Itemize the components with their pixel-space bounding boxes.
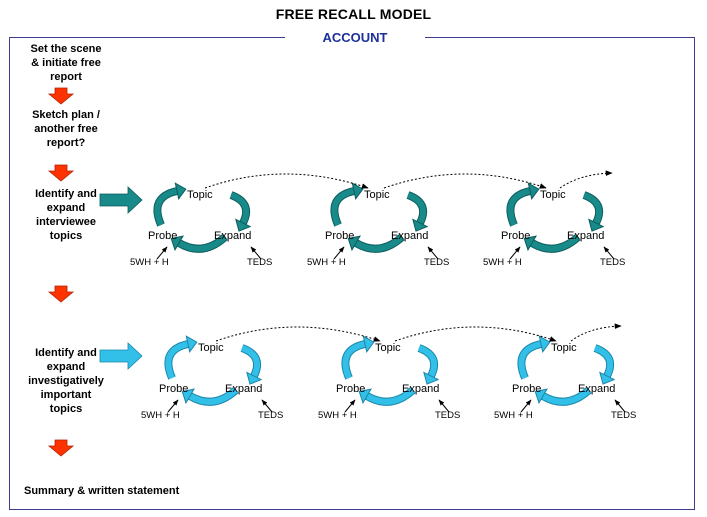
pointer-arrow-icon: [427, 246, 439, 260]
topic-label: Topic: [187, 189, 213, 201]
topic-connector-arrow: [215, 326, 381, 342]
cycle-arrow-icon: [153, 182, 187, 227]
pointer-arrow-icon: [438, 399, 450, 413]
cycle-arrow-icon: [582, 191, 605, 232]
step-line: report?: [46, 137, 86, 149]
cycle-arrow-icon: [506, 182, 540, 227]
cycle-arrow-icon: [358, 386, 416, 406]
pointer-arrow-icon: [333, 246, 345, 260]
topic-connector-arrow: [559, 170, 613, 189]
step-line: topics: [49, 403, 83, 415]
step-line: investigatively: [28, 375, 104, 387]
step-set-the-scene: Set the scene & initiate free report: [14, 42, 118, 84]
pointer-arrow-icon: [250, 246, 262, 260]
step-line: Set the scene: [30, 43, 102, 55]
expand-note: TEDS: [424, 257, 450, 268]
topic-label: Topic: [540, 189, 566, 201]
expand-label: Expand: [391, 230, 429, 242]
account-label: ACCOUNT: [285, 30, 425, 45]
step-line: report: [50, 71, 82, 83]
probe-label: Probe: [325, 230, 355, 242]
step-line: Identify and: [35, 347, 97, 359]
right-arrow-icon: [99, 186, 143, 214]
pointer-arrow-icon: [344, 399, 356, 413]
expand-label: Expand: [578, 383, 616, 395]
cycle-arrow-icon: [181, 386, 239, 406]
summary-statement: Summary & written statement: [24, 485, 180, 497]
expand-note: TEDS: [600, 257, 626, 268]
cycle-arrow-icon: [164, 335, 198, 380]
cycle-arrow-icon: [523, 233, 581, 253]
topic-connector-arrow: [204, 173, 369, 189]
cycle-arrow-icon: [170, 233, 228, 253]
cycle-arrow-icon: [534, 386, 592, 406]
step-line: expand: [46, 361, 86, 373]
probe-note: 5WH + H: [494, 410, 533, 421]
probe-note: 5WH + H: [483, 257, 522, 268]
step-line: Sketch plan /: [32, 109, 100, 121]
pointer-arrow-icon: [156, 246, 168, 260]
down-arrow-icon: [47, 164, 75, 182]
down-arrow-icon: [47, 439, 75, 457]
cycle-arrow-icon: [347, 233, 405, 253]
topic-label: Topic: [375, 342, 401, 354]
probe-note: 5WH + H: [141, 410, 180, 421]
probe-note: 5WH + H: [130, 257, 169, 268]
probe-label: Probe: [501, 230, 531, 242]
cycle-arrow-icon: [406, 191, 429, 232]
expand-label: Expand: [402, 383, 440, 395]
down-arrow-icon: [47, 285, 75, 303]
expand-label: Expand: [567, 230, 605, 242]
pointer-arrow-icon: [261, 399, 273, 413]
pointer-arrow-icon: [167, 399, 179, 413]
expand-label: Expand: [214, 230, 252, 242]
expand-note: TEDS: [247, 257, 273, 268]
step-line: Identify and: [35, 188, 97, 200]
topic-connector-arrow: [570, 323, 622, 342]
topic-label: Topic: [551, 342, 577, 354]
probe-note: 5WH + H: [318, 410, 357, 421]
cycle-arrow-icon: [240, 344, 263, 385]
down-arrow-icon: [47, 87, 75, 105]
cycle-arrow-icon: [517, 335, 551, 380]
step-interviewee-topics: Identify and expand interviewee topics: [14, 187, 118, 243]
topic-label: Topic: [198, 342, 224, 354]
probe-note: 5WH + H: [307, 257, 346, 268]
expand-note: TEDS: [258, 410, 284, 421]
pointer-arrow-icon: [520, 399, 532, 413]
step-investigatively-important-topics: Identify and expand investigatively impo…: [14, 346, 118, 416]
probe-label: Probe: [336, 383, 366, 395]
step-sketch-plan: Sketch plan / another free report?: [14, 108, 118, 150]
pointer-arrow-icon: [509, 246, 521, 260]
probe-label: Probe: [512, 383, 542, 395]
cycle-arrow-icon: [330, 182, 364, 227]
cycle-arrow-icon: [593, 344, 616, 385]
probe-label: Probe: [159, 383, 189, 395]
topic-label: Topic: [364, 189, 390, 201]
cycle-arrow-icon: [341, 335, 375, 380]
step-line: another free: [34, 123, 98, 135]
step-line: important: [40, 389, 92, 401]
step-line: interviewee: [36, 216, 96, 228]
expand-note: TEDS: [611, 410, 637, 421]
right-arrow-icon: [99, 342, 143, 370]
topic-connector-arrow: [383, 173, 547, 189]
step-line: topics: [49, 230, 83, 242]
cycle-arrow-icon: [417, 344, 440, 385]
step-line: expand: [46, 202, 86, 214]
pointer-arrow-icon: [603, 246, 615, 260]
topic-connector-arrow: [394, 326, 557, 342]
expand-note: TEDS: [435, 410, 461, 421]
probe-label: Probe: [148, 230, 178, 242]
step-line: & initiate free: [31, 57, 101, 69]
diagram-title: FREE RECALL MODEL: [275, 6, 432, 22]
cycle-arrow-icon: [229, 191, 252, 232]
pointer-arrow-icon: [614, 399, 626, 413]
expand-label: Expand: [225, 383, 263, 395]
